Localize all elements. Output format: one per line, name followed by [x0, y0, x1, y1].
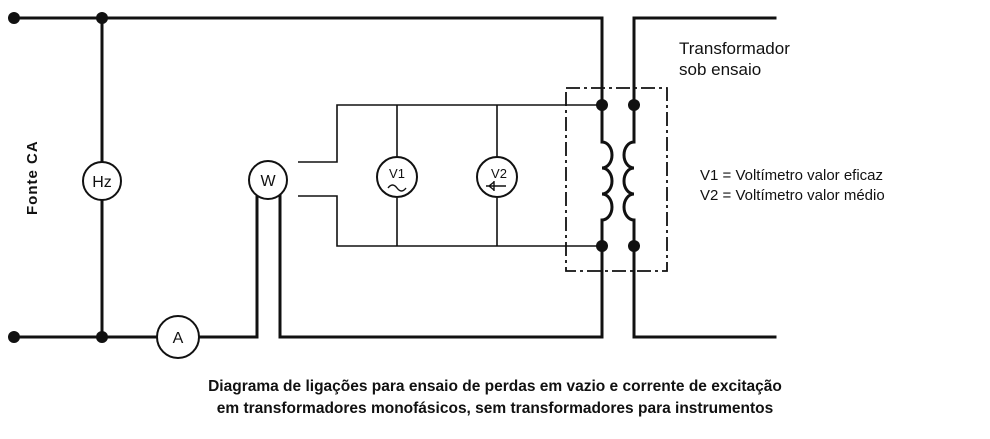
ammeter: A [156, 315, 200, 359]
source-label: Fonte CA [24, 140, 41, 215]
voltmeter-2-label: V2 [491, 166, 507, 181]
rectifier-icon [486, 181, 506, 191]
voltmeter-1: V1 [376, 156, 418, 198]
legend-line1: V1 = Voltímetro valor eficaz [700, 167, 883, 184]
secondary-winding [622, 103, 636, 248]
junction-dot [96, 331, 108, 343]
wattmeter: W [248, 160, 288, 200]
wattmeter-label: W [260, 173, 276, 190]
terminal-dot [628, 99, 640, 111]
transformer-label-line2: sob ensaio [679, 60, 761, 79]
secondary-top-lead [632, 16, 777, 107]
junction-dot [8, 12, 20, 24]
transformer-enclosure [565, 87, 668, 272]
primary-winding [600, 103, 614, 248]
wattmeter-return-wire [278, 194, 604, 339]
ammeter-to-wattmeter-wire [197, 194, 259, 339]
voltmeter-1-label: V1 [389, 166, 405, 181]
terminal-dot [596, 99, 608, 111]
voltmeter-bus-bottom [298, 195, 600, 247]
diagram-caption: Diagrama de ligações para ensaio de perd… [0, 376, 990, 420]
ammeter-label: A [173, 330, 184, 347]
voltmeter-bus-top [298, 104, 600, 163]
sine-icon [387, 184, 407, 192]
transformer-label-line1: Transformador [679, 39, 790, 58]
caption-line2: em transformadores monofásicos, sem tran… [216, 400, 774, 417]
secondary-bottom-lead [632, 244, 777, 339]
junction-dot [8, 331, 20, 343]
terminal-dot [596, 240, 608, 252]
legend-line2: V2 = Voltímetro valor médio [700, 187, 885, 204]
voltmeter-2: V2 [476, 156, 518, 198]
terminal-dot [628, 240, 640, 252]
junction-dot [96, 12, 108, 24]
top-supply-wire [12, 16, 604, 107]
frequency-meter-label: Hz [92, 174, 112, 191]
caption-line1: Diagrama de ligações para ensaio de perd… [208, 378, 782, 395]
frequency-meter: Hz [82, 161, 122, 201]
